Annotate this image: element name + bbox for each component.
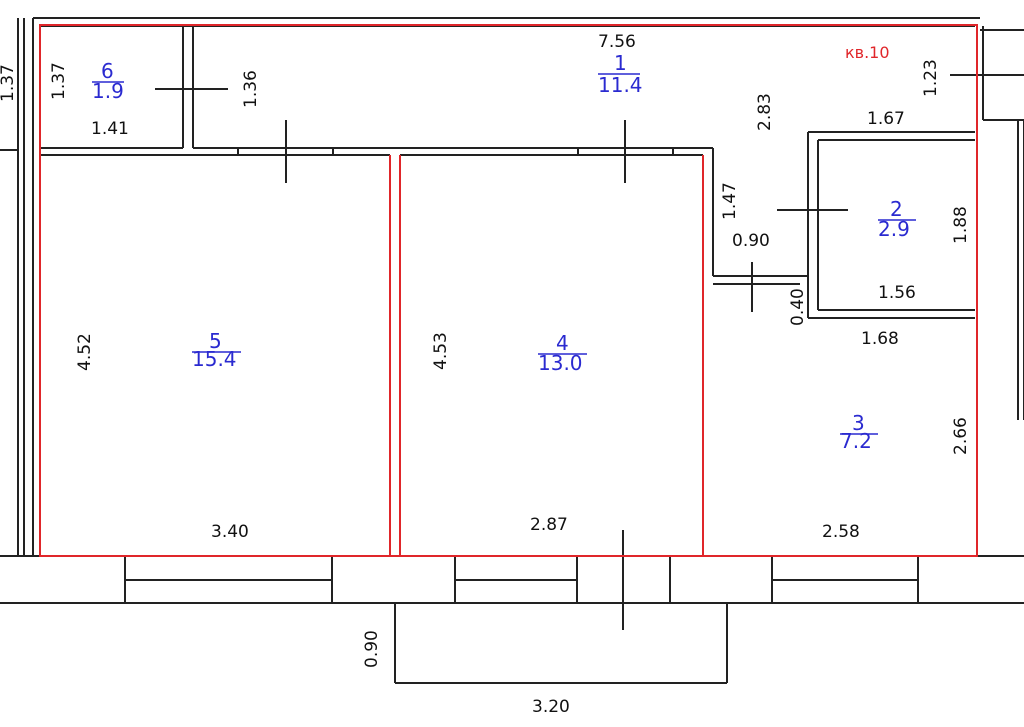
dim-corridor-length: 7.56	[598, 32, 636, 52]
dim-room2-bottom: 1.56	[878, 283, 916, 303]
dim-passage-wall: 0.40	[788, 288, 808, 326]
room-number-3: 3	[852, 411, 865, 435]
dim-corridor-side: 2.83	[755, 93, 775, 131]
dim-room6-height-outer: 1.37	[0, 64, 18, 102]
dim-passage-height: 1.47	[720, 182, 740, 220]
room-number-6: 6	[101, 59, 114, 83]
room-area-4: 13.0	[538, 351, 583, 375]
room-area-3: 7.2	[840, 429, 872, 453]
dim-room6-width: 1.41	[91, 119, 129, 139]
apartment-label: кв.10	[845, 43, 890, 62]
room-number-2: 2	[890, 197, 903, 221]
dim-passage-width: 0.90	[732, 231, 770, 251]
room-labels: 6 1.9 1 11.4 2 2.9 5 15.4 4 13.0 3 7.2	[92, 51, 916, 453]
dimension-labels: 7.56 1.41 1.67 0.90 1.56 1.68 3.40 2.87 …	[0, 32, 971, 717]
dim-room4-height: 4.53	[431, 332, 451, 370]
dim-room5-width: 3.40	[211, 522, 249, 542]
door-markers	[155, 74, 1024, 630]
apartment-outline	[39, 24, 978, 557]
dim-room5-height: 4.52	[75, 333, 95, 371]
room-number-1: 1	[614, 51, 627, 75]
dim-room3-height: 2.66	[951, 417, 971, 455]
room-number-5: 5	[209, 329, 222, 353]
dim-room2-height: 1.88	[951, 206, 971, 244]
dim-room6-side: 1.36	[241, 70, 261, 108]
dim-room3-bottom: 2.58	[822, 522, 860, 542]
room-area-2: 2.9	[878, 217, 910, 241]
room-area-5: 15.4	[192, 347, 237, 371]
dim-room6-height: 1.37	[49, 62, 69, 100]
dim-corridor-width-right: 1.23	[921, 59, 941, 97]
dim-balcony-width: 3.20	[532, 697, 570, 717]
dim-room3-top: 1.68	[861, 329, 899, 349]
room-number-4: 4	[556, 331, 569, 355]
dim-room2-top: 1.67	[867, 109, 905, 129]
room-area-1: 11.4	[598, 73, 643, 97]
dim-room4-width: 2.87	[530, 515, 568, 535]
dim-balcony-depth: 0.90	[362, 630, 382, 668]
room-area-6: 1.9	[92, 79, 124, 103]
